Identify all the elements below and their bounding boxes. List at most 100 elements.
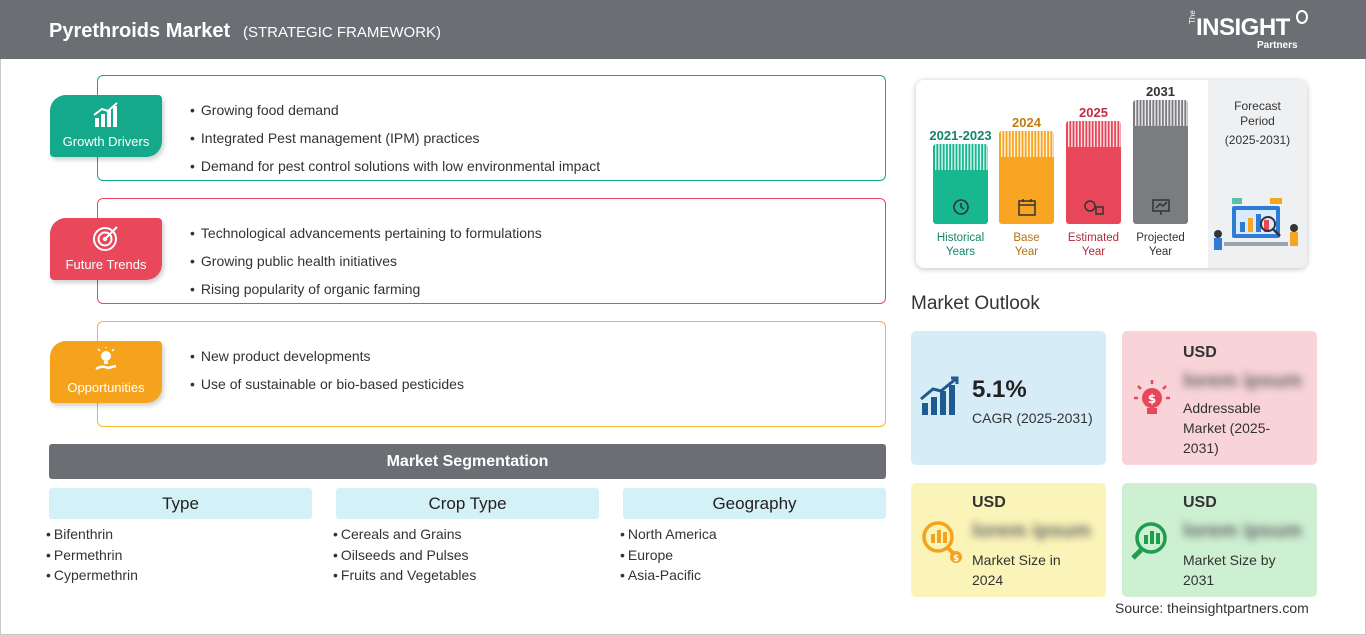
list-item: Bifenthrin — [46, 524, 138, 545]
bar-stripes — [1001, 131, 1054, 157]
timeline-year-estimated: 2025 — [1079, 105, 1108, 120]
base-year-bar — [999, 131, 1054, 224]
lightbulb-dollar-icon: $ — [1134, 380, 1170, 414]
target-icon — [93, 226, 118, 251]
forecast-label: Forecast — [1234, 99, 1281, 113]
cagr-label: CAGR (2025-2031) — [972, 410, 1093, 426]
opportunities-badge: Opportunities — [50, 341, 162, 403]
bar-stripes — [1068, 121, 1121, 147]
timeline-label-line: Year — [1148, 246, 1173, 258]
estimated-year-bar — [1066, 121, 1121, 224]
desc-line: Addressable — [1183, 400, 1261, 416]
timeline-label-line: Years — [946, 246, 975, 258]
list-item: Europe — [620, 545, 717, 566]
history-icon — [953, 199, 969, 215]
cagr-value: 5.1% — [972, 376, 1027, 403]
logo-bulb-icon — [1296, 10, 1308, 24]
growth-chart-icon — [93, 102, 118, 127]
blurred-value: lorem ipsum — [1183, 370, 1302, 392]
market-outlook-title: Market Outlook — [911, 293, 1040, 314]
timeline-label-line: Historical — [936, 232, 985, 244]
future-trends-badge: Future Trends — [50, 218, 162, 280]
growth-drivers-list: Growing food demand Integrated Pest mana… — [190, 96, 600, 180]
market-size-2024-card: USD lorem ipsum $ Market Size in 2024 — [911, 483, 1106, 597]
calendar-icon — [1018, 199, 1036, 216]
desc-line: Market Size in — [972, 552, 1061, 568]
blurred-value: lorem ipsum — [972, 520, 1091, 542]
list-item: Fruits and Vegetables — [333, 565, 476, 586]
desc-line: Market Size by — [1183, 552, 1276, 568]
list-item: New product developments — [190, 342, 464, 370]
page-subtitle: (STRATEGIC FRAMEWORK) — [243, 24, 442, 41]
idea-hand-icon — [95, 347, 117, 371]
svg-text:$: $ — [953, 554, 959, 564]
list-item: Oilseeds and Pulses — [333, 545, 476, 566]
source-text: Source: theinsightpartners.com — [1115, 600, 1309, 616]
addressable-desc: Addressable Market (2025- 2031) — [1183, 398, 1270, 458]
analyst-team-icon — [1214, 198, 1298, 250]
timeline-year-base: 2024 — [1012, 115, 1041, 130]
cagr-card: 5.1% CAGR (2025-2031) — [911, 331, 1106, 465]
currency-label: USD — [1183, 494, 1217, 511]
future-trends-list: Technological advancements pertaining to… — [190, 219, 542, 303]
future-trends-box: Technological advancements pertaining to… — [97, 198, 886, 304]
segment-list-type: Bifenthrin Permethrin Cypermethrin — [46, 524, 138, 586]
magnifier-chart-icon — [1131, 522, 1167, 560]
timeline-year-projected: 2031 — [1146, 84, 1175, 99]
presentation-icon — [1152, 199, 1170, 215]
desc-line: 2031) — [1183, 440, 1219, 456]
list-item: Rising popularity of organic farming — [190, 275, 542, 303]
logo-main: INSIGHT — [1196, 14, 1290, 41]
magnifier-coins-icon: $ — [922, 521, 962, 564]
forecast-label-range: (2025-2031) — [1224, 133, 1291, 147]
addressable-market-card: USD lorem ipsum $ Addressable Market (20… — [1122, 331, 1317, 465]
header-bar: Pyrethroids Market (STRATEGIC FRAMEWORK)… — [0, 0, 1366, 59]
forecast-label-period: Period — [1240, 114, 1275, 128]
list-item: Permethrin — [46, 545, 138, 566]
market-size-2031-desc: Market Size by 2031 — [1183, 550, 1276, 590]
segment-header-geography: Geography — [623, 488, 886, 519]
growth-drivers-box: Growing food demand Integrated Pest mana… — [97, 75, 886, 181]
historical-years-bar — [933, 144, 988, 224]
timeline-label-line: Projected — [1136, 232, 1185, 244]
timeline-label-line: Year — [1014, 246, 1039, 258]
timeline-year-historical: 2021-2023 — [929, 128, 992, 143]
timeline-label-line: Estimated — [1067, 232, 1120, 244]
segment-list-crop-type: Cereals and Grains Oilseeds and Pulses F… — [333, 524, 476, 586]
timeline-label-line: Base — [1013, 232, 1040, 244]
bar-stripes — [1135, 100, 1188, 126]
logo-partners: Partners — [1257, 40, 1298, 51]
list-item: Asia-Pacific — [620, 565, 717, 586]
blurred-value: lorem ipsum — [1183, 520, 1302, 542]
list-item: Technological advancements pertaining to… — [190, 219, 542, 247]
opportunities-box: New product developments Use of sustaina… — [97, 321, 886, 427]
estimate-icon — [1084, 200, 1104, 215]
list-item: Cereals and Grains — [333, 524, 476, 545]
list-item: Growing public health initiatives — [190, 247, 542, 275]
badge-label: Opportunities — [67, 380, 145, 395]
desc-line: 2031 — [1183, 572, 1215, 588]
list-item: Growing food demand — [190, 96, 600, 124]
page-title: Pyrethroids Market — [49, 20, 231, 42]
insight-partners-logo[interactable]: The INSIGHT Partners — [1188, 10, 1313, 54]
list-item: Integrated Pest management (IPM) practic… — [190, 124, 600, 152]
segment-header-type: Type — [49, 488, 312, 519]
desc-line: Market (2025- — [1183, 420, 1271, 436]
segment-list-geography: North America Europe Asia-Pacific — [620, 524, 717, 586]
opportunities-list: New product developments Use of sustaina… — [190, 342, 464, 398]
svg-text:$: $ — [1148, 392, 1156, 406]
market-size-2024-desc: Market Size in 2024 — [972, 550, 1061, 590]
list-item: Use of sustainable or bio-based pesticid… — [190, 370, 464, 398]
market-size-2031-card: USD lorem ipsum Market Size by 2031 — [1122, 483, 1317, 597]
timeline-label-base: Base Year — [994, 231, 1059, 259]
bar-stripes — [935, 144, 988, 170]
timeline-label-historical: Historical Years — [921, 231, 1000, 259]
projected-year-bar — [1133, 100, 1188, 224]
market-segmentation-bar: Market Segmentation — [49, 444, 886, 479]
list-item: Cypermethrin — [46, 565, 138, 586]
timeline-label-line: Year — [1081, 246, 1106, 258]
growth-drivers-badge: Growth Drivers — [50, 95, 162, 157]
list-item: Demand for pest control solutions with l… — [190, 152, 600, 180]
timeline-label-projected: Projected Year — [1125, 231, 1196, 259]
desc-line: 2024 — [972, 572, 1004, 588]
